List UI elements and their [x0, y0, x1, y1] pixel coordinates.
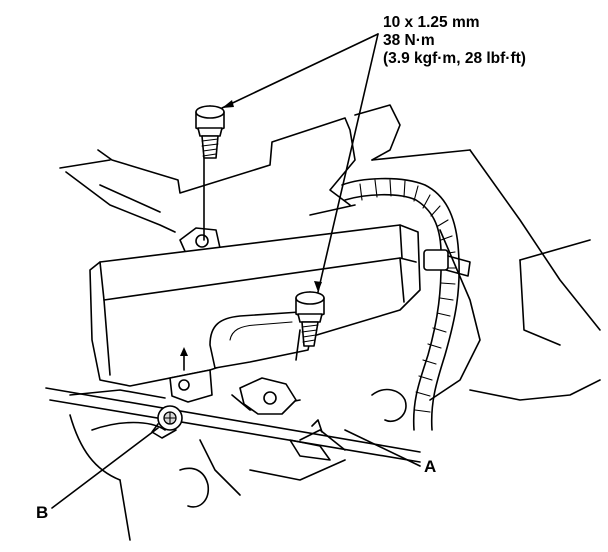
torque-alt-units: (3.9 kgf·m, 28 lbf·ft)	[383, 50, 526, 67]
lower-bolt	[295, 291, 325, 361]
callout-b-leader	[51, 427, 159, 509]
callout-a-leader	[344, 429, 421, 467]
lower-frame	[69, 389, 346, 541]
torque-spec: 10 x 1.25 mm 38 N·m (3.9 kgf·m, 28 lbf·f…	[383, 14, 526, 68]
upper-bolt	[195, 105, 225, 241]
cable-a	[45, 387, 421, 463]
upper-frame	[59, 104, 471, 233]
callout-leaders	[51, 427, 421, 509]
callout-a-label: A	[424, 457, 437, 476]
clamp-b	[151, 405, 183, 439]
spec-leader-lines	[221, 33, 379, 293]
right-housing	[371, 149, 601, 422]
bolt-size: 10 x 1.25 mm	[383, 14, 480, 31]
torque-nm: 38 N·m	[383, 32, 435, 49]
cover-assembly	[89, 224, 421, 415]
wire-harness	[341, 177, 471, 431]
callout-b-label: B	[36, 503, 49, 522]
